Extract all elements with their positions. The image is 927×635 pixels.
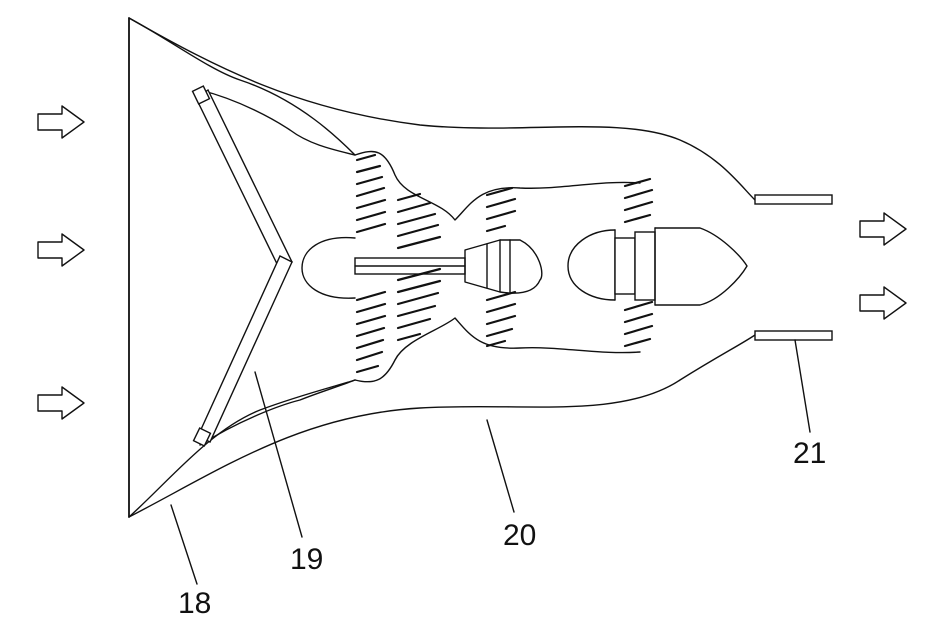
inflow-arrow-icon xyxy=(38,387,84,419)
outlet-nozzle xyxy=(755,195,832,340)
label-19: 19 xyxy=(290,543,323,576)
turbine-blade-row xyxy=(487,188,515,346)
outflow-arrow-icon xyxy=(860,287,906,319)
label-21: 21 xyxy=(793,437,826,470)
label-20: 20 xyxy=(503,519,536,552)
deflector-panel xyxy=(193,86,292,446)
core-engine xyxy=(302,152,747,382)
inflow-arrow-icon xyxy=(38,106,84,138)
label-18: 18 xyxy=(178,587,211,620)
inflow-arrow-icon xyxy=(38,234,84,266)
outflow-arrow-icon xyxy=(860,213,906,245)
leader-lines xyxy=(171,340,810,584)
